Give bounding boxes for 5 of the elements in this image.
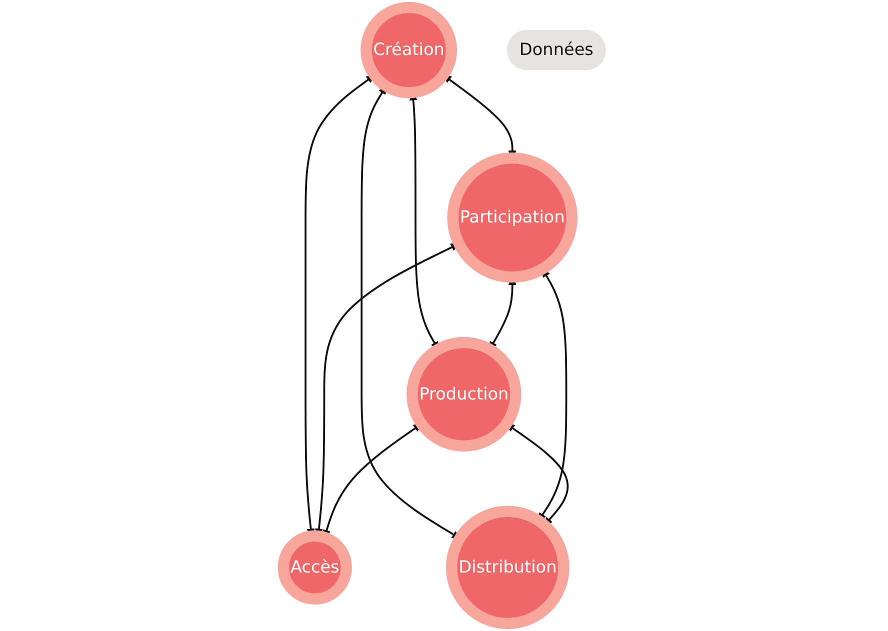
node-circle: Production [406,336,521,452]
node-circle: Création [360,2,457,98]
node-circle: Participation [446,152,578,283]
node-circle: Accès [277,530,352,604]
node-circle: Distribution [446,506,569,630]
